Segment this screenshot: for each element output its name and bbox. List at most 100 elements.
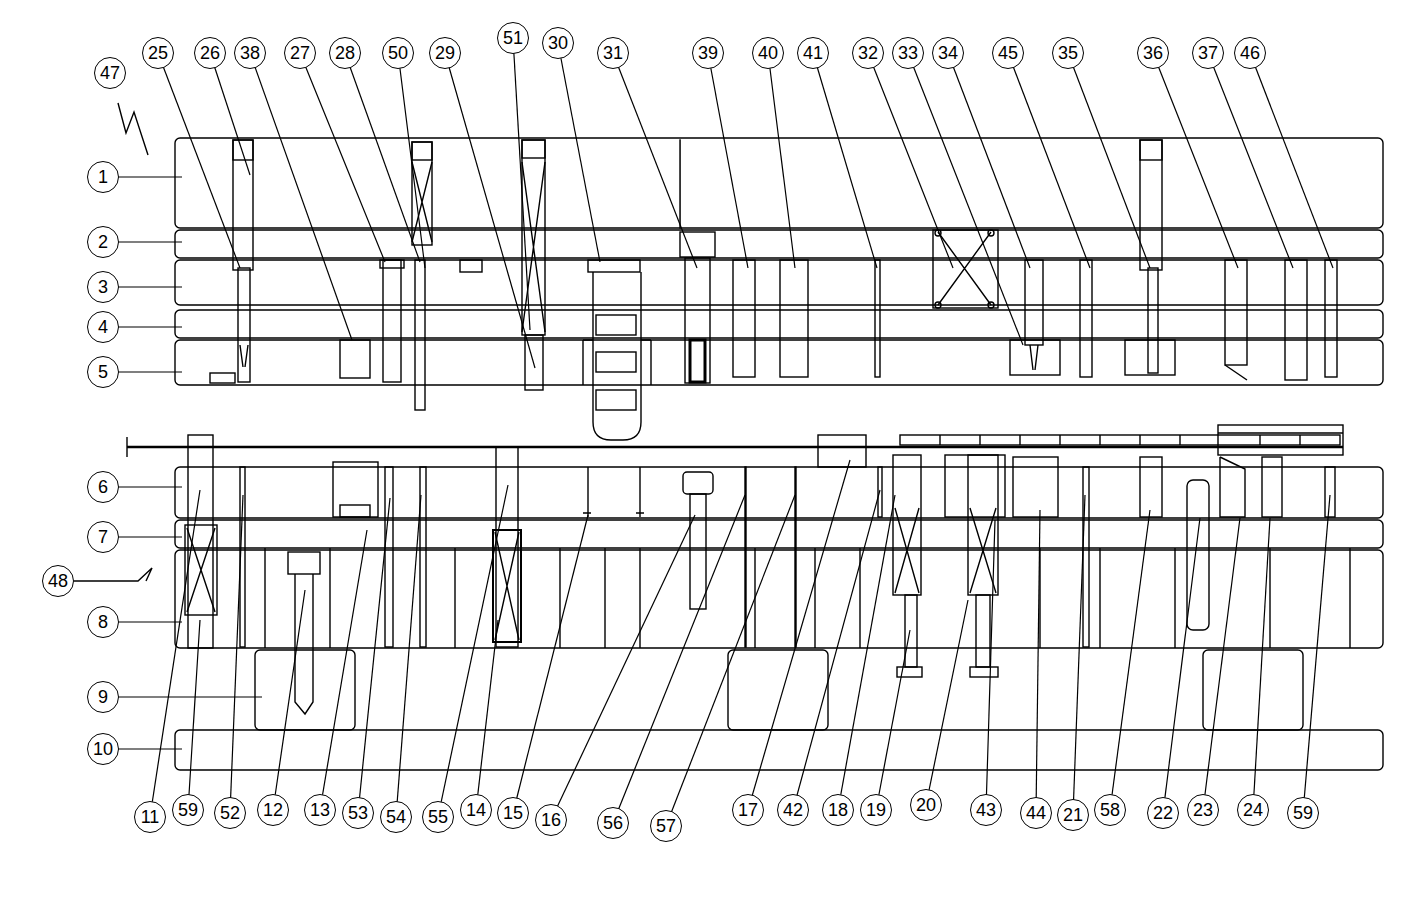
callout-number: 10 [93,740,113,758]
break-symbols [74,103,152,581]
line-art [345,53,420,262]
line-art [1148,268,1158,373]
callout-number: 12 [263,801,283,819]
callout-number: 55 [428,808,448,826]
callout-number: 4 [98,318,108,336]
line-art [445,53,535,368]
line-art [596,315,636,335]
line-art [1036,510,1040,813]
callout-number: 23 [1193,801,1213,819]
callout-number: 51 [503,29,523,47]
callout-number: 36 [1143,44,1163,62]
line-art [945,455,1005,517]
callout-number: 22 [1153,804,1173,822]
line-art [1163,518,1200,813]
callout-number: 53 [348,804,368,822]
line-art [868,53,953,268]
callout-circle: 19 [860,794,892,826]
callout-circle: 41 [797,37,829,69]
callout-number: 33 [898,44,918,62]
line-art [175,520,1383,548]
line-art [238,268,250,382]
line-art [596,390,636,410]
line-art [1262,457,1282,517]
line-art [210,53,250,175]
line-art [1218,432,1343,433]
callout-circle: 22 [1147,797,1179,829]
callout-circle: 29 [429,37,461,69]
callout-circle: 38 [234,37,266,69]
callout-number: 26 [200,44,220,62]
line-art [558,43,600,262]
line-art [708,53,748,268]
line-art [940,435,1300,445]
callout-circle: 46 [1234,37,1266,69]
callout-circle: 45 [992,37,1024,69]
line-art [583,340,651,385]
line-art [666,495,795,826]
line-art [412,142,432,245]
callout-circle: 6 [87,471,119,503]
callout-number: 25 [148,44,168,62]
line-art [233,140,253,270]
line-art [875,260,880,377]
callout-number: 57 [656,817,676,835]
callout-circle: 33 [892,37,924,69]
callout-circle: 51 [497,22,529,54]
line-art [1083,467,1089,647]
line-art [1220,457,1245,517]
callout-circle: 26 [194,37,226,69]
line-art [1203,518,1240,810]
line-art [240,345,248,367]
line-art [1325,467,1335,517]
callout-circle: 59 [1287,797,1319,829]
callout-circle: 3 [87,271,119,303]
line-art [1125,340,1175,375]
callout-circle: 53 [342,797,374,829]
line-art [333,462,378,517]
callout-number: 24 [1243,801,1263,819]
callout-number: 8 [98,613,108,631]
callout-circle: 52 [214,797,246,829]
line-art [795,467,796,647]
callout-circle: 10 [87,733,119,765]
line-art [127,446,1343,449]
line-art [273,590,305,810]
callout-circle: 54 [380,801,412,833]
callout-number: 45 [998,44,1018,62]
line-art [1187,480,1209,630]
callout-number: 46 [1240,44,1260,62]
callout-number: 48 [48,572,68,590]
line-art [905,595,917,667]
callout-number: 6 [98,478,108,496]
callout-number: 9 [98,688,108,706]
line-art [175,550,1383,648]
line-art [596,352,636,372]
line-art [1225,365,1247,380]
callout-number: 14 [466,801,486,819]
line-art [1080,260,1092,377]
line-art [583,467,644,517]
line-art [188,620,200,810]
callout-circle: 7 [87,521,119,553]
line-art [187,528,215,612]
callout-circle: 35 [1052,37,1084,69]
line-art [383,260,401,382]
callout-circle: 4 [87,311,119,343]
line-art [1030,345,1038,370]
line-art [733,260,755,377]
line-art [1253,518,1270,810]
line-art [970,508,996,593]
callout-number: 59 [178,801,198,819]
line-art [897,667,922,677]
callout-circle: 16 [535,804,567,836]
line-art [986,520,995,810]
line-art [150,490,200,817]
callout-circle: 27 [284,37,316,69]
callout-number: 58 [1100,801,1120,819]
line-art [685,258,710,383]
line-art [460,260,482,272]
callout-circle: 57 [650,810,682,842]
